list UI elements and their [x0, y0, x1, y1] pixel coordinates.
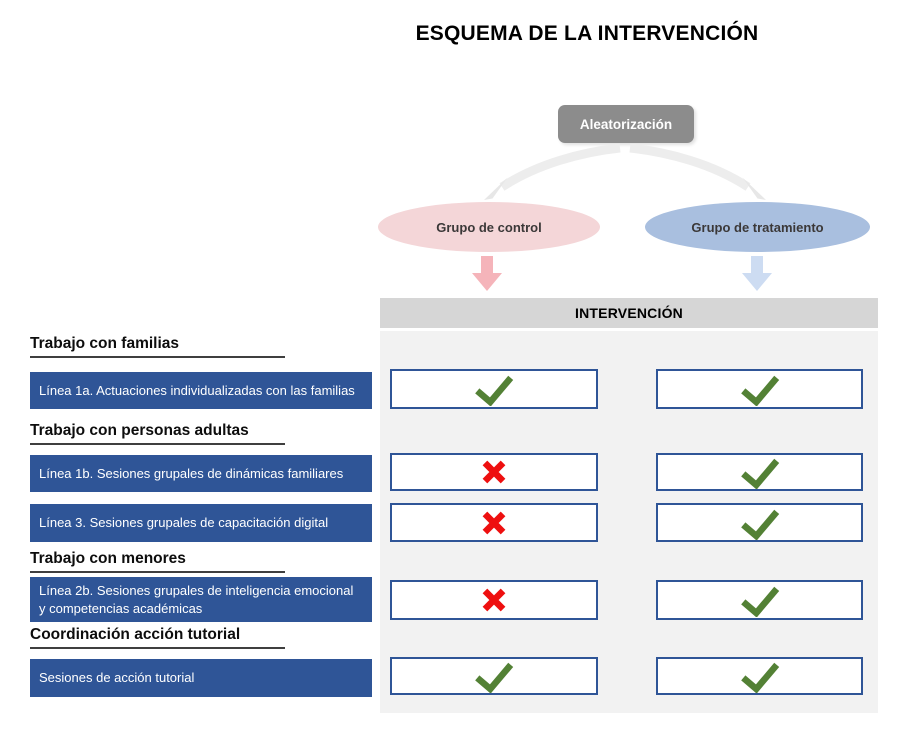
- intervention-header: INTERVENCIÓN: [380, 298, 878, 328]
- randomization-box: Aleatorización: [558, 105, 694, 143]
- control-group-label: Grupo de control: [436, 219, 542, 235]
- check-icon: [475, 662, 514, 693]
- cross-icon: [482, 460, 506, 484]
- section-heading-tutorial: Coordinación acción tutorial: [30, 626, 285, 649]
- intervention-header-label: INTERVENCIÓN: [575, 305, 683, 321]
- row-label-tutorial-sessions: Sesiones de acción tutorial: [30, 659, 372, 697]
- cell-linea-1a-control: [390, 369, 598, 409]
- control-group-ellipse: Grupo de control: [378, 202, 600, 252]
- cell-tutorial-treatment: [656, 657, 863, 695]
- randomization-label: Aleatorización: [579, 116, 673, 132]
- check-icon: [740, 375, 779, 406]
- row-label-linea-1a: Línea 1a. Actuaciones individualizadas c…: [30, 372, 372, 409]
- down-arrow-treatment-icon: [742, 256, 772, 291]
- treatment-group-label: Grupo de tratamiento: [691, 219, 824, 235]
- cross-icon: [482, 511, 506, 534]
- row-label-linea-3: Línea 3. Sesiones grupales de capacitaci…: [30, 504, 372, 542]
- row-label-linea-2b: Línea 2b. Sesiones grupales de inteligen…: [30, 577, 372, 622]
- treatment-group-ellipse: Grupo de tratamiento: [645, 202, 870, 252]
- check-icon: [740, 586, 779, 617]
- cell-linea-2b-treatment: [656, 580, 863, 620]
- cell-linea-3-control: [390, 503, 598, 542]
- section-heading-adults: Trabajo con personas adultas: [30, 422, 285, 445]
- check-icon: [740, 662, 779, 693]
- down-arrow-control-icon: [472, 256, 502, 291]
- section-heading-minors: Trabajo con menores: [30, 550, 285, 573]
- cell-linea-1b-treatment: [656, 453, 863, 491]
- cell-linea-1a-treatment: [656, 369, 863, 409]
- cell-linea-3-treatment: [656, 503, 863, 542]
- page-title: ESQUEMA DE LA INTERVENCIÓN: [415, 22, 759, 45]
- check-icon: [740, 509, 779, 540]
- row-label-linea-1b: Línea 1b. Sesiones grupales de dinámicas…: [30, 455, 372, 492]
- cell-tutorial-control: [390, 657, 598, 695]
- cell-linea-1b-control: [390, 453, 598, 491]
- section-heading-families: Trabajo con familias: [30, 335, 285, 358]
- curved-arrow-left-icon: [484, 144, 621, 200]
- check-icon: [740, 458, 779, 489]
- cell-linea-2b-control: [390, 580, 598, 620]
- check-icon: [475, 375, 514, 406]
- branch-arrows: [484, 144, 766, 200]
- cross-icon: [482, 588, 506, 612]
- curved-arrow-right-icon: [629, 144, 766, 200]
